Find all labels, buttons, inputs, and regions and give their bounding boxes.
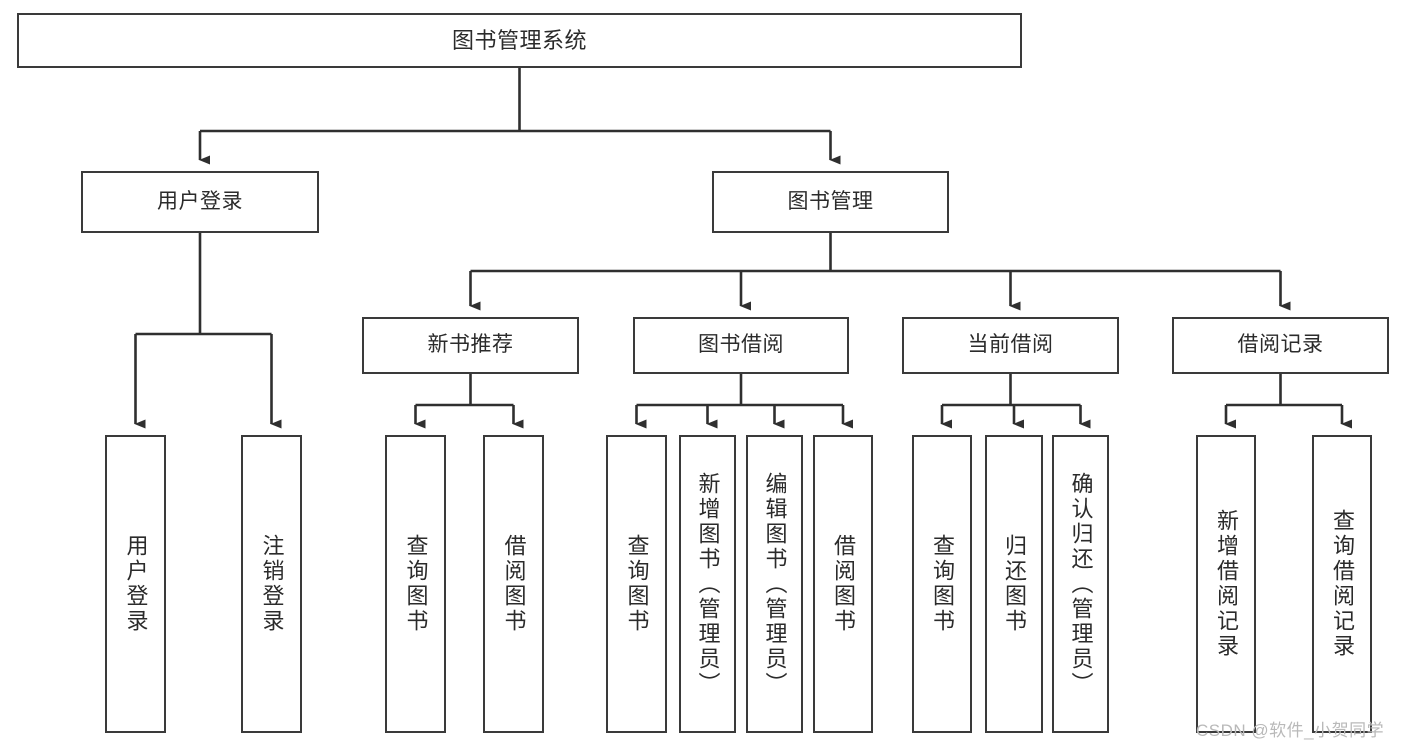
node-root[interactable]: 图书管理系统 — [17, 13, 1022, 68]
node-book-manage[interactable]: 图书管理 — [712, 171, 949, 233]
node-label: 用户登录 — [157, 189, 243, 213]
node-leaf-borrow-book-2[interactable]: 借阅图书 — [813, 435, 873, 733]
node-leaf-query-record[interactable]: 查询借阅记录 — [1312, 435, 1372, 733]
node-current-borrow[interactable]: 当前借阅 — [902, 317, 1119, 374]
node-leaf-user-login[interactable]: 用户登录 — [105, 435, 166, 733]
node-label: 借阅图书 — [831, 534, 856, 634]
node-leaf-add-record[interactable]: 新增借阅记录 — [1196, 435, 1256, 733]
node-leaf-confirm-return[interactable]: 确认归还（管理员） — [1052, 435, 1109, 733]
node-label: 查询图书 — [624, 534, 650, 634]
node-label: 确认归还（管理员） — [1068, 471, 1094, 697]
node-label: 新增图书（管理员） — [695, 471, 721, 697]
node-label: 编辑图书（管理员） — [762, 471, 788, 697]
node-book-borrow[interactable]: 图书借阅 — [633, 317, 849, 374]
node-label: 查询图书 — [403, 534, 429, 634]
node-label: 图书借阅 — [698, 333, 784, 357]
node-leaf-edit-book[interactable]: 编辑图书（管理员） — [746, 435, 803, 733]
node-leaf-return-book[interactable]: 归还图书 — [985, 435, 1043, 733]
node-label: 借阅图书 — [501, 534, 527, 634]
node-label: 借阅记录 — [1237, 333, 1324, 357]
node-label: 图书管理 — [787, 189, 874, 213]
node-leaf-add-book[interactable]: 新增图书（管理员） — [679, 435, 736, 733]
node-leaf-query-book-2[interactable]: 查询图书 — [606, 435, 667, 733]
node-label: 归还图书 — [1002, 534, 1027, 634]
watermark: CSDN @软件_小贺同学 — [1196, 721, 1385, 740]
node-label: 图书管理系统 — [451, 27, 587, 53]
node-label: 注销登录 — [259, 534, 285, 634]
node-leaf-query-book-1[interactable]: 查询图书 — [385, 435, 446, 733]
node-borrow-record[interactable]: 借阅记录 — [1172, 317, 1389, 374]
node-label: 新书推荐 — [427, 333, 514, 357]
node-new-book-rec[interactable]: 新书推荐 — [362, 317, 579, 374]
node-label: 查询借阅记录 — [1330, 509, 1355, 659]
node-leaf-query-book-3[interactable]: 查询图书 — [912, 435, 972, 733]
node-label: 新增借阅记录 — [1214, 509, 1239, 659]
node-label: 用户登录 — [123, 534, 149, 634]
node-leaf-user-logout[interactable]: 注销登录 — [241, 435, 302, 733]
node-leaf-borrow-book-1[interactable]: 借阅图书 — [483, 435, 544, 733]
node-label: 查询图书 — [930, 534, 955, 634]
node-label: 当前借阅 — [967, 333, 1054, 357]
node-user-login[interactable]: 用户登录 — [81, 171, 319, 233]
